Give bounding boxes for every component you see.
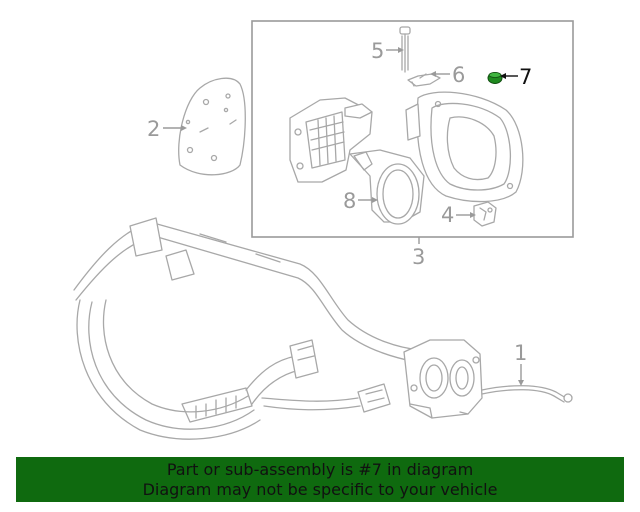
charge-port-door-frame[interactable] bbox=[405, 91, 524, 203]
part-1-cable[interactable] bbox=[481, 385, 573, 403]
part-8-seal[interactable] bbox=[349, 149, 425, 225]
callout-1[interactable]: 1 bbox=[514, 341, 527, 365]
callout-2[interactable]: 2 bbox=[147, 117, 160, 141]
parts-diagram: 1 2 3 4 5 6 7 8 bbox=[73, 20, 574, 440]
leader-5-arrow bbox=[398, 47, 404, 53]
callout-3[interactable]: 3 bbox=[412, 245, 425, 269]
callout-8[interactable]: 8 bbox=[343, 189, 356, 213]
callout-7-highlighted[interactable]: 7 bbox=[519, 65, 532, 89]
leader-4-arrow bbox=[470, 212, 476, 218]
part-4-latch[interactable] bbox=[473, 201, 497, 227]
subassembly-inset-box bbox=[251, 20, 574, 238]
callout-5[interactable]: 5 bbox=[371, 39, 384, 63]
leader-8-arrow bbox=[372, 197, 378, 203]
callout-4[interactable]: 4 bbox=[441, 203, 454, 227]
leader-1-arrow bbox=[518, 380, 524, 386]
part-6-clip[interactable] bbox=[407, 73, 441, 87]
charging-harness[interactable] bbox=[73, 217, 421, 440]
notice-line-disclaimer: Diagram may not be specific to your vehi… bbox=[142, 479, 498, 499]
charge-port-housing[interactable] bbox=[289, 97, 373, 183]
charging-inlet-assembly[interactable] bbox=[403, 339, 483, 419]
leader-7-arrow bbox=[500, 73, 506, 79]
part-7-cap-highlighted[interactable] bbox=[487, 72, 503, 84]
notice-banner: Part or sub-assembly is #7 in diagram Di… bbox=[16, 457, 624, 502]
part-2-gasket[interactable] bbox=[178, 77, 246, 176]
callout-6[interactable]: 6 bbox=[452, 63, 465, 87]
leader-6-arrow bbox=[430, 71, 436, 77]
part-5-bolt[interactable] bbox=[399, 26, 411, 73]
notice-line-part: Part or sub-assembly is #7 in diagram bbox=[166, 459, 474, 479]
leader-2-arrow bbox=[181, 125, 187, 131]
